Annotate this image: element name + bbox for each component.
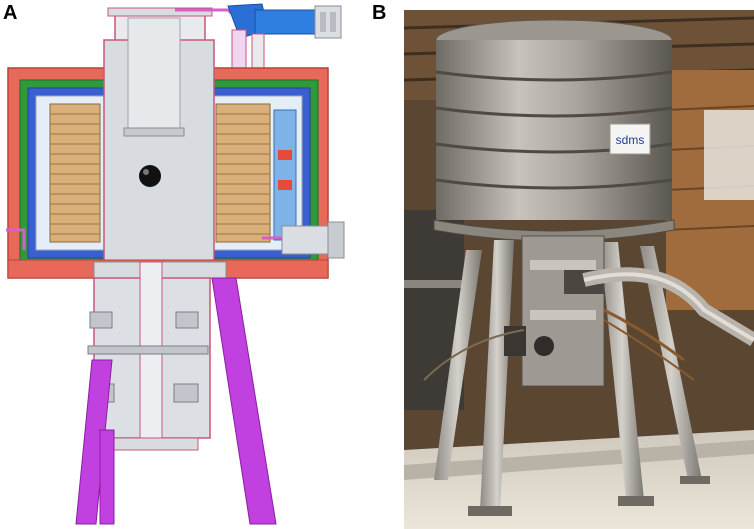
panel-label-b: B [372,2,387,24]
sdms-logo-plate [609,123,651,155]
photo-leg-3 [600,242,644,500]
installation-photo: sdms [404,10,754,529]
sample-sphere [139,165,161,187]
side-port [281,225,335,255]
photo-leg-1 [480,240,514,510]
cad-cross-section-drawing [0,0,360,529]
panel-label-a: A [3,2,18,24]
support-leg-left [75,359,113,525]
coil-right [215,103,271,243]
sdms-logo: sdms [616,133,645,147]
support-leg-right [211,277,277,525]
coil-left [49,103,101,243]
top-right-feedthrough [314,5,342,39]
photo-leg-2 [434,250,482,480]
